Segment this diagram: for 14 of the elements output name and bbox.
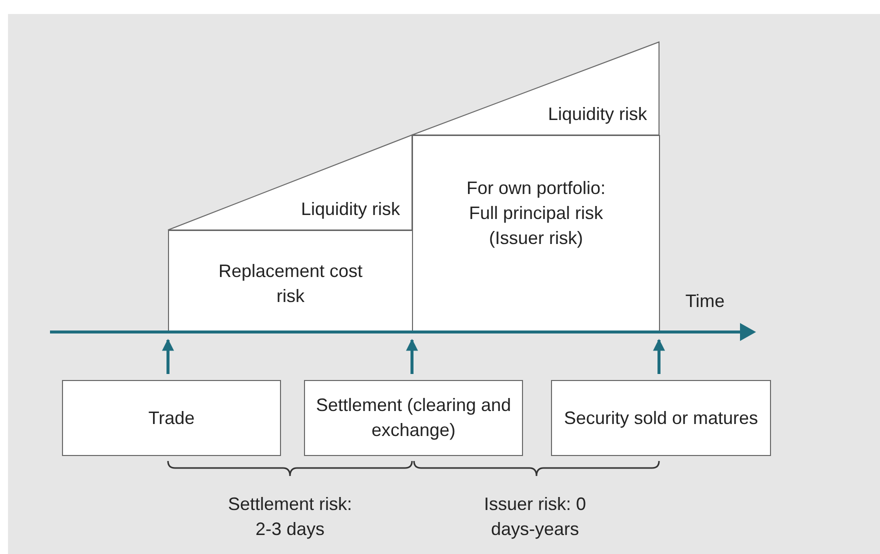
arrow xyxy=(653,338,665,374)
event-box: Trade xyxy=(62,380,281,456)
event-box: Settlement (clearing and exchange) xyxy=(304,380,523,456)
arrow xyxy=(162,338,174,374)
liquidity-risk-triangle xyxy=(412,42,659,135)
risk-box: Replacement cost risk xyxy=(168,230,413,333)
liquidity-risk-triangle xyxy=(168,135,412,230)
axis-label: Time xyxy=(684,290,726,313)
bracket-label: Issuer risk: 0 days-years xyxy=(482,493,588,541)
region-label: Liquidity risk xyxy=(548,103,647,126)
event-box: Security sold or matures xyxy=(551,380,771,456)
arrow xyxy=(406,338,418,374)
region-label: Liquidity risk xyxy=(300,198,400,221)
bracket-label: Settlement risk: 2-3 days xyxy=(226,493,354,541)
